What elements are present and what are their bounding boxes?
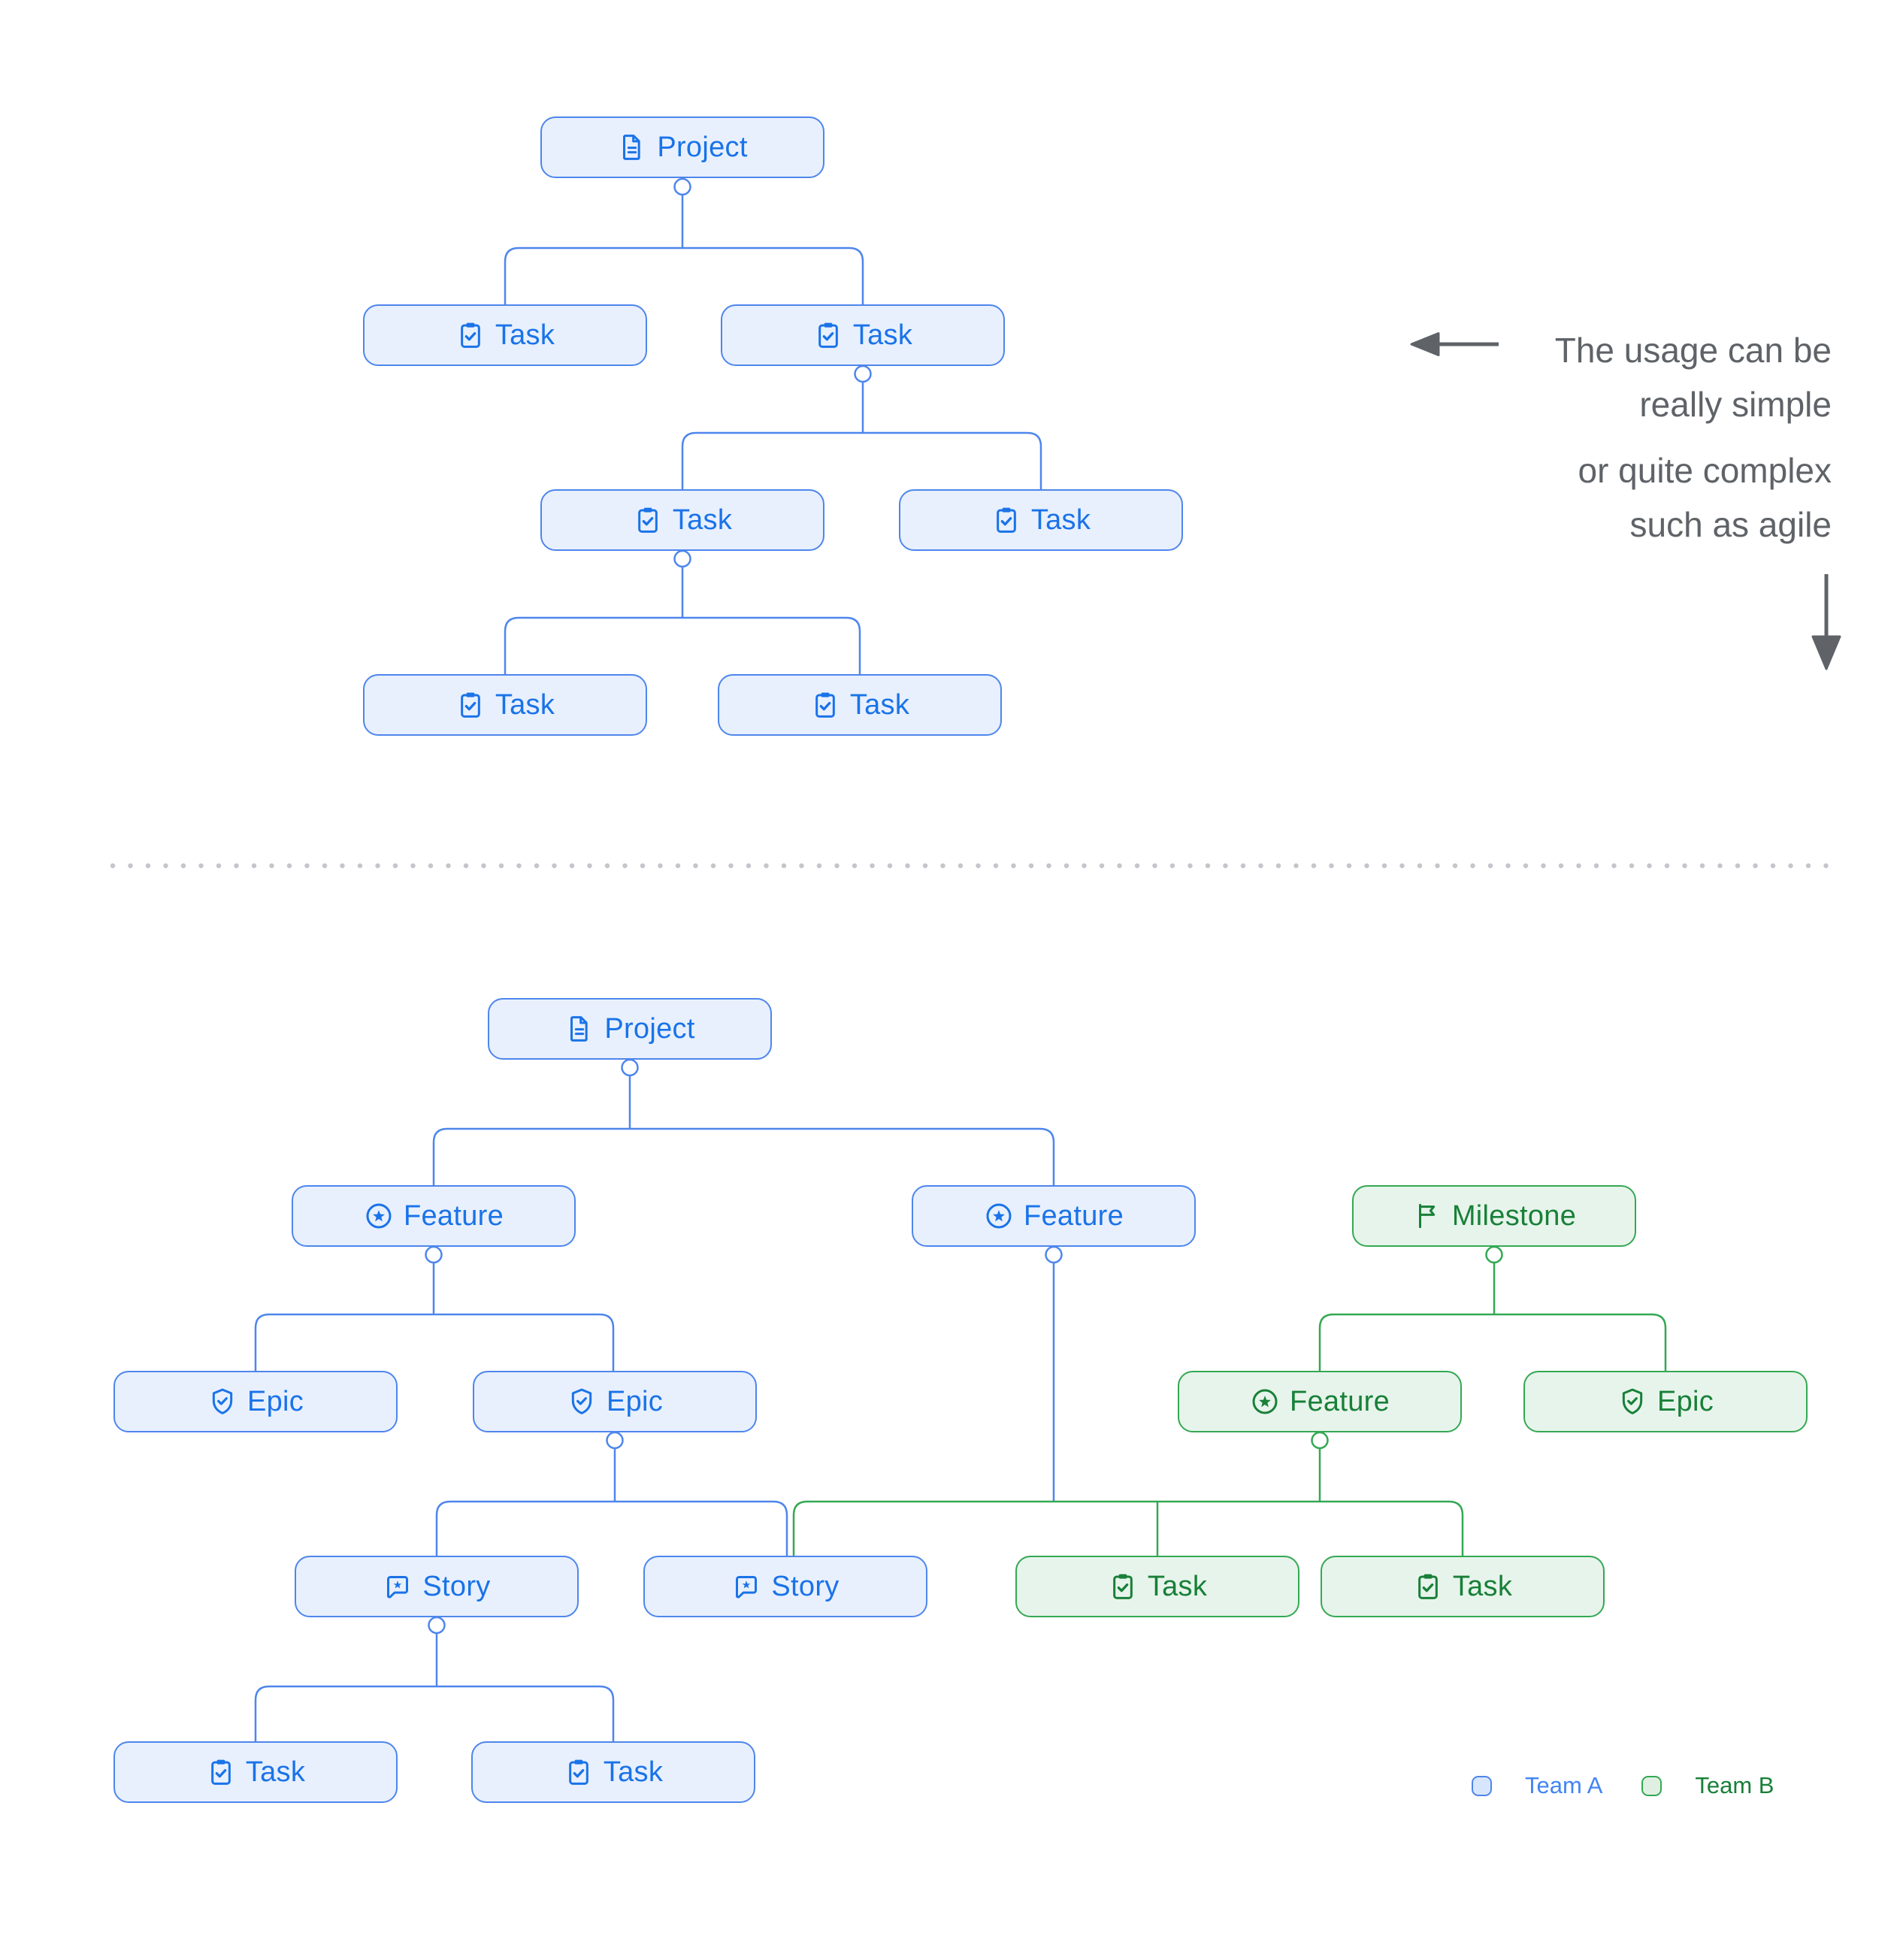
feature-icon — [984, 1201, 1014, 1231]
legend-label: Team B — [1695, 1772, 1774, 1798]
node-label: Task — [603, 1756, 664, 1788]
task-icon — [564, 1757, 594, 1787]
node-task-blue-2: Task — [471, 1741, 755, 1803]
node-label: Feature — [1289, 1385, 1390, 1417]
node-label: Epic — [247, 1385, 304, 1417]
task-icon — [1108, 1571, 1138, 1602]
node-label: Epic — [606, 1385, 664, 1417]
node-task-simple-5: Task — [363, 674, 647, 736]
node-label: Milestone — [1451, 1199, 1577, 1232]
task-icon — [455, 690, 486, 720]
node-feature-green: Feature — [1178, 1371, 1462, 1432]
task-icon — [991, 505, 1021, 535]
annotation-line: or quite complex — [1578, 451, 1832, 490]
node-label: Story — [771, 1570, 840, 1602]
node-label: Task — [672, 504, 733, 536]
node-task-simple-1: Task — [363, 304, 647, 366]
task-icon — [810, 690, 840, 720]
node-label: Story — [422, 1570, 491, 1602]
node-label: Epic — [1656, 1385, 1714, 1417]
node-task-simple-4: Task — [899, 489, 1183, 551]
document-icon — [564, 1014, 594, 1044]
annotation-paragraph-1: The usage can be really simple — [1411, 323, 1832, 431]
node-task-simple-3: Task — [540, 489, 824, 551]
node-epic-green: Epic — [1523, 1371, 1808, 1432]
task-icon — [455, 320, 486, 350]
story-icon — [383, 1571, 413, 1602]
legend: Team A Team B — [1472, 1772, 1774, 1799]
legend-label: Team A — [1525, 1772, 1603, 1798]
node-task-green-2: Task — [1321, 1556, 1605, 1617]
task-icon — [1413, 1571, 1443, 1602]
node-feature-2: Feature — [912, 1185, 1196, 1247]
node-milestone: Milestone — [1352, 1185, 1636, 1247]
task-icon — [813, 320, 843, 350]
node-epic-2: Epic — [473, 1371, 757, 1432]
annotation-line: really simple — [1639, 385, 1832, 424]
node-story-1: Story — [295, 1556, 579, 1617]
annotation-line: such as agile — [1629, 505, 1832, 544]
node-task-simple-2: Task — [721, 304, 1005, 366]
node-label: Feature — [403, 1199, 504, 1232]
annotation-paragraph-2: or quite complex such as agile — [1411, 443, 1832, 552]
document-icon — [617, 132, 647, 162]
node-label: Task — [495, 688, 555, 721]
down-arrow-icon — [1811, 574, 1841, 670]
node-label: Project — [657, 131, 748, 163]
node-story-2: Story — [643, 1556, 927, 1617]
epic-icon — [567, 1387, 597, 1417]
legend-team-b: Team B — [1641, 1772, 1774, 1799]
flag-icon — [1412, 1201, 1442, 1231]
node-label: Task — [1452, 1570, 1513, 1602]
feature-icon — [1250, 1387, 1280, 1417]
story-icon — [731, 1571, 761, 1602]
annotation-text: The usage can be really simple or quite … — [1411, 323, 1832, 564]
node-epic-1: Epic — [113, 1371, 398, 1432]
task-icon — [206, 1757, 236, 1787]
node-label: Task — [245, 1756, 306, 1788]
node-task-blue-1: Task — [113, 1741, 398, 1803]
node-feature-1: Feature — [292, 1185, 576, 1247]
annotation-line: The usage can be — [1554, 331, 1832, 370]
node-label: Feature — [1023, 1199, 1124, 1232]
node-label: Task — [852, 319, 913, 351]
team-a-swatch — [1472, 1775, 1492, 1796]
node-label: Task — [1030, 504, 1091, 536]
epic-icon — [1617, 1387, 1647, 1417]
node-task-simple-6: Task — [718, 674, 1002, 736]
node-task-green-1: Task — [1015, 1556, 1299, 1617]
legend-team-a: Team A — [1472, 1772, 1602, 1799]
task-icon — [633, 505, 663, 535]
feature-icon — [364, 1201, 394, 1231]
node-label: Project — [604, 1012, 695, 1045]
node-project-complex: Project — [488, 998, 772, 1060]
node-label: Task — [495, 319, 555, 351]
team-b-swatch — [1641, 1775, 1662, 1796]
epic-icon — [207, 1387, 237, 1417]
node-label: Task — [1147, 1570, 1208, 1602]
node-project-simple: Project — [540, 116, 824, 178]
node-label: Task — [849, 688, 910, 721]
